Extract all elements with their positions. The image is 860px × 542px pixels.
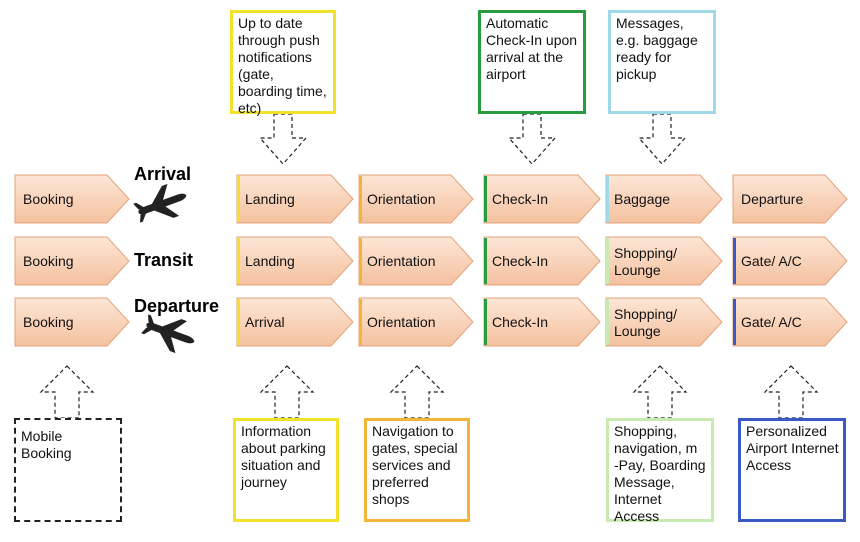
stage-label: Landing [245,191,295,207]
airplane-landing-icon [133,183,187,223]
stage-label: Booking [23,314,74,330]
down-arrow-icon [637,113,687,165]
stage-label: Shopping/Lounge [614,306,677,339]
down-arrow-icon [258,113,308,165]
row-label: Arrival [134,164,191,184]
stage-chevron: Landing [236,236,354,286]
stage-label: Departure [741,191,803,207]
stage-label: Booking [23,191,74,207]
stage-chevron: Booking [14,297,130,347]
row-label: Transit [134,250,193,270]
stage-chevron: Landing [236,174,354,224]
stage-chevron: Departure [732,174,848,224]
airplane-takeoff-icon [141,314,195,354]
stage-chevron: Shopping/Lounge [605,297,723,347]
stage-label: Orientation [367,253,435,269]
stage-chevron: Arrival [236,297,354,347]
stage-label: Arrival [245,314,285,330]
stage-chevron: Shopping/Lounge [605,236,723,286]
stage-label: Check-In [492,314,548,330]
note-shopping-services: Shopping, navigation, m -Pay, Boarding M… [606,418,714,524]
note-baggage-messages: Messages, e.g. baggage ready for pickup [608,10,716,114]
stage-chevron: Check-In [483,174,601,224]
stage-label: Check-In [492,253,548,269]
stage-chevron: Booking [14,236,130,286]
up-arrow-icon [39,365,95,419]
stage-chevron: Orientation [358,297,474,347]
stage-chevron: Gate/ A/C [732,236,848,286]
row-label: Departure [134,296,219,316]
stage-chevron: Orientation [358,236,474,286]
note-automatic-check-in: Automatic Check-In upon arrival at the a… [478,10,586,114]
note-mobile-booking: Mobile Booking [14,418,122,522]
note-parking-information: Information about parking situation and … [233,418,339,522]
stage-chevron: Check-In [483,297,601,347]
up-arrow-icon [632,365,688,419]
note-gate-navigation: Navigation to gates, special services an… [364,418,470,522]
stage-label: Orientation [367,314,435,330]
up-arrow-icon [763,365,819,419]
stage-label: Check-In [492,191,548,207]
note-personalized-internet: Personalized Airport Internet Access [738,418,846,522]
note-push-notifications: Up to date through push notifications (g… [230,10,336,116]
up-arrow-icon [259,365,315,419]
stage-chevron: Check-In [483,236,601,286]
up-arrow-icon [389,365,445,419]
stage-label: Gate/ A/C [741,314,802,330]
stage-label: Landing [245,253,295,269]
stage-label: Shopping/Lounge [614,245,677,278]
stage-chevron: Baggage [605,174,723,224]
stage-label: Orientation [367,191,435,207]
stage-label: Booking [23,253,74,269]
stage-label: Baggage [614,191,670,207]
stage-chevron: Booking [14,174,130,224]
stage-label: Gate/ A/C [741,253,802,269]
down-arrow-icon [507,113,557,165]
stage-chevron: Gate/ A/C [732,297,848,347]
stage-chevron: Orientation [358,174,474,224]
